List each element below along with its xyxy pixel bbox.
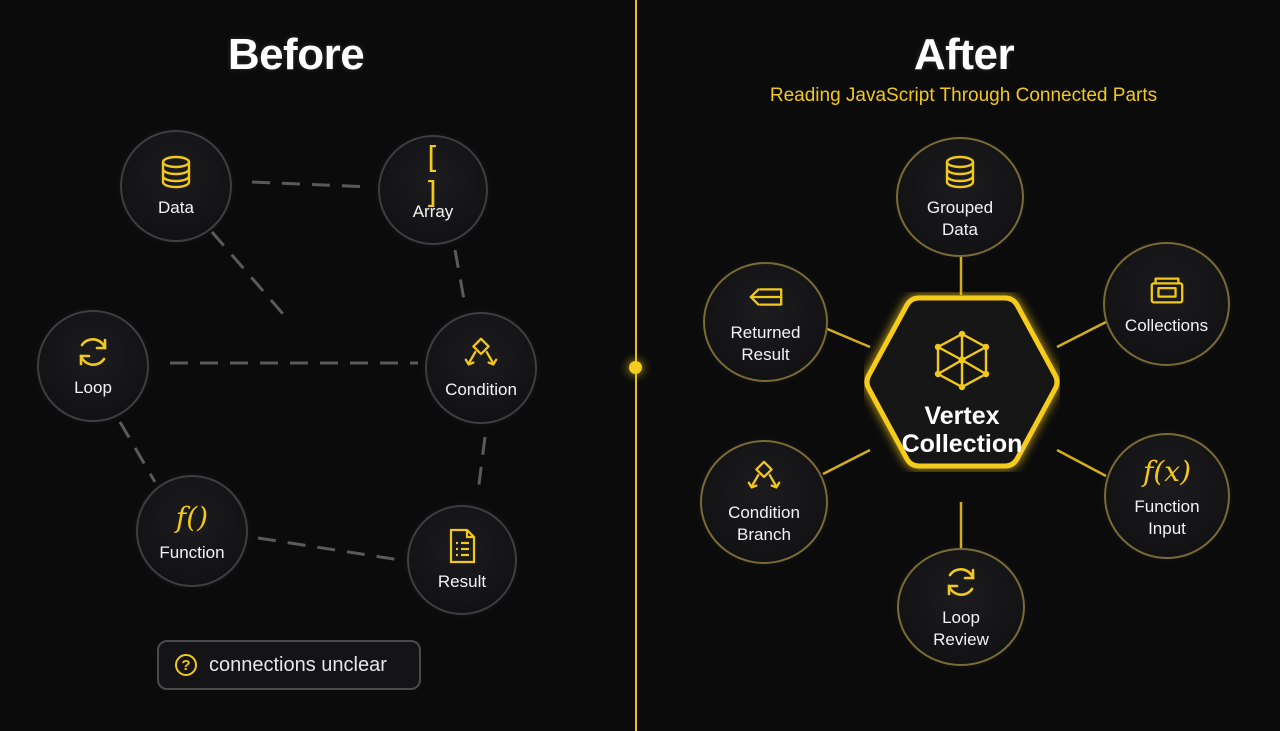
node-function-input-label: Function Input	[1134, 497, 1200, 538]
node-array-label: Array	[412, 202, 454, 221]
node-returned-result-label: Returned Result	[730, 323, 801, 364]
node-data-label: Data	[158, 198, 194, 217]
database-icon	[941, 153, 979, 191]
link-loop-function	[118, 421, 157, 483]
question-icon: ?	[175, 654, 197, 676]
link-function-result	[257, 536, 401, 562]
loop-icon	[74, 333, 112, 371]
node-function-input: f(x) Function Input	[1104, 433, 1230, 559]
node-function-label: Function	[159, 543, 225, 562]
return-arrow-icon	[747, 278, 785, 316]
branch-icon	[462, 335, 500, 373]
function-glyph: f(x)	[1143, 454, 1192, 488]
link-center-returned-result	[824, 326, 871, 349]
node-array: [ ] Array	[378, 135, 488, 245]
node-returned-result: Returned Result	[703, 262, 828, 382]
node-loop-review: Loop Review	[897, 548, 1025, 666]
node-loop-review-label: Loop Review	[933, 608, 989, 649]
node-function: f() Function	[136, 475, 248, 587]
node-grouped-data: Grouped Data	[896, 137, 1024, 257]
divider-dot	[629, 361, 642, 374]
before-dashed-links	[118, 180, 487, 562]
node-collections-label: Collections	[1124, 316, 1209, 335]
node-condition: Condition	[425, 312, 537, 424]
node-result: Result	[407, 505, 517, 615]
node-condition-label: Condition	[445, 380, 517, 399]
node-result-label: Result	[437, 572, 487, 591]
branch-icon	[745, 458, 783, 496]
function-glyph: f()	[175, 500, 209, 534]
brackets-glyph: [ ]	[422, 141, 444, 211]
after-subtitle: Reading JavaScript Through Connected Par…	[769, 85, 1158, 106]
database-icon	[157, 153, 195, 191]
link-center-collections	[1056, 320, 1107, 349]
node-data: Data	[120, 130, 232, 242]
function-icon: f()	[173, 498, 211, 536]
node-loop-label: Loop	[74, 378, 112, 397]
loop-icon	[942, 563, 980, 601]
badge-text: connections unclear	[209, 653, 387, 676]
node-collections: Collections	[1103, 242, 1230, 366]
brackets-icon: [ ]	[414, 141, 452, 211]
link-condition-result	[476, 436, 487, 493]
node-condition-branch-label: Condition Branch	[728, 503, 800, 544]
folder-stack-icon	[1148, 271, 1186, 309]
node-loop: Loop	[37, 310, 149, 422]
after-solid-links	[822, 250, 1107, 550]
node-condition-branch: Condition Branch	[700, 440, 828, 564]
after-title: After	[913, 30, 1015, 79]
document-icon	[443, 527, 481, 565]
vertex-collection-hexagon	[864, 292, 1060, 472]
before-title: Before	[227, 30, 365, 79]
node-grouped-data-label: Grouped Data	[926, 198, 994, 239]
link-data-array	[251, 180, 373, 189]
vertex-collection-label: Vertex Collection	[901, 402, 1023, 458]
link-center-condition-branch	[822, 448, 871, 476]
link-array-condition	[453, 249, 467, 306]
link-center-function-input	[1056, 448, 1107, 478]
function-icon: f(x)	[1143, 452, 1191, 490]
link-data-condition	[210, 231, 292, 323]
connections-unclear-badge: ? connections unclear	[157, 640, 421, 690]
